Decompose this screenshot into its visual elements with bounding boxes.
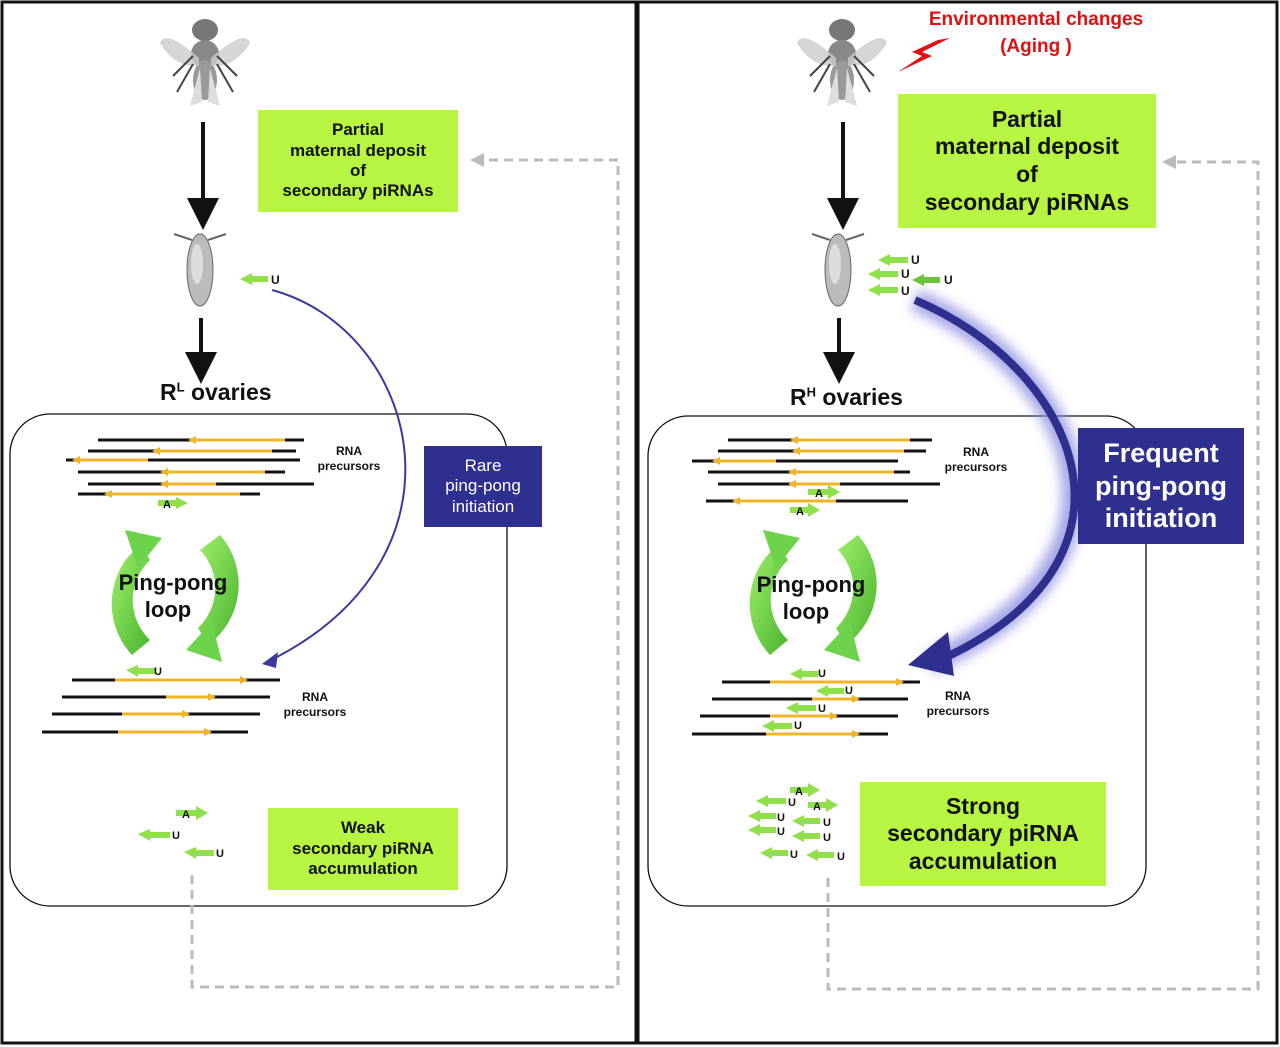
right-a-pirna-2	[790, 503, 820, 517]
left-precursors-top	[66, 436, 314, 498]
left-u-pirna-bottom1	[138, 829, 170, 841]
left-ovaries-suffix: ovaries	[184, 379, 272, 405]
right-u-pirnas-mid	[762, 668, 844, 732]
right-acc-u-3: U	[823, 817, 831, 829]
left-rna-precursors-top: RNA precursors	[317, 444, 381, 473]
left-u-label-bottom1: U	[172, 830, 180, 842]
right-precursors-bottom	[692, 678, 920, 738]
maternal-pirna-arrow	[240, 273, 268, 285]
right-acc-u-6: U	[790, 849, 798, 861]
right-u-mid-4: U	[794, 720, 802, 732]
right-acc-u-4: U	[777, 826, 785, 838]
left-u-label-mid: U	[154, 666, 162, 678]
environment-line2: (Aging )	[1000, 36, 1072, 57]
right-u-mid-2: U	[845, 685, 853, 697]
right-a-label-1: A	[815, 488, 823, 500]
strong-accumulation-box: Strong secondary piRNA accumulation	[860, 782, 1106, 886]
embryo-icon	[173, 233, 227, 307]
right-u-mid-3: U	[818, 703, 826, 715]
left-ovaries-title: RL ovaries	[160, 378, 272, 407]
right-panel-frame	[636, 0, 1279, 1045]
right-loop-label-line1: Ping-pong	[757, 572, 866, 597]
right-a-label-2: A	[796, 506, 804, 518]
right-acc-u-5: U	[823, 832, 831, 844]
left-a-label-top: A	[163, 499, 171, 511]
pirna-u-label: U	[271, 273, 280, 287]
right-accumulated-pirnas	[748, 783, 838, 861]
right-feedback-arrowhead	[1162, 155, 1176, 169]
initiation-curve-arrowhead	[262, 652, 278, 668]
right-acc-u-2: U	[777, 812, 785, 824]
left-a-pirna-bottom	[176, 806, 208, 820]
left-pingpong-loop-icon	[111, 530, 239, 662]
weak-accumulation-box: Weak secondary piRNA accumulation	[268, 808, 458, 890]
right-u-label-3: U	[944, 273, 953, 287]
adult-fly-icon-right	[797, 19, 887, 106]
adult-fly-icon	[160, 19, 250, 106]
initiation-curve-arrow	[264, 289, 407, 664]
left-feedback-dashed-line	[190, 158, 620, 989]
right-u-mid-1: U	[818, 668, 826, 680]
left-ovaries-sup: L	[176, 379, 185, 395]
rare-initiation-box: Rare ping-pong initiation	[424, 446, 542, 527]
left-u-label-bottom2: U	[216, 848, 224, 860]
left-a-label-bottom: A	[182, 809, 190, 821]
right-ovary-box	[647, 415, 1147, 907]
right-pingpong-loop-icon	[749, 530, 877, 662]
right-ovaries-suffix: ovaries	[816, 384, 903, 410]
left-u-pirna-bottom2	[184, 847, 214, 859]
right-acc-u-7: U	[837, 851, 845, 863]
lightning-icon	[898, 38, 950, 72]
left-u-pirna-mid	[126, 665, 156, 677]
right-feedback-dashed-line	[826, 160, 1260, 991]
right-acc-a-1: A	[795, 786, 803, 798]
left-maternal-deposit-box: Partial maternal deposit of secondary pi…	[258, 110, 458, 212]
right-ovaries-prefix: R	[790, 384, 807, 410]
left-ovary-box	[9, 413, 508, 907]
right-acc-u-1: U	[788, 797, 796, 809]
left-precursors-bottom	[42, 676, 280, 736]
right-rna-precursors-bottom: RNA precursors	[926, 689, 990, 718]
left-panel-frame	[0, 0, 638, 1045]
right-u-label-2: U	[901, 267, 910, 281]
right-u-label-1: U	[911, 253, 920, 267]
left-feedback-arrowhead	[470, 153, 484, 167]
environment-line1: Environmental changes	[929, 9, 1143, 30]
embryo-icon-right	[811, 233, 865, 307]
right-u-label-4: U	[901, 284, 910, 298]
frequent-initiation-box: Frequent ping-pong initiation	[1078, 428, 1244, 544]
frequent-initiation-arrow	[913, 296, 1079, 664]
right-maternal-pirnas	[868, 254, 940, 296]
right-ovaries-title: RH ovaries	[790, 383, 903, 412]
right-rna-precursors-top: RNA precursors	[944, 445, 1008, 474]
right-precursors-top	[692, 436, 940, 505]
right-ovaries-sup: H	[806, 384, 817, 400]
right-maternal-deposit-box: Partial maternal deposit of secondary pi…	[898, 94, 1156, 228]
frequent-initiation-arrowhead	[908, 632, 954, 676]
right-acc-a-2: A	[813, 801, 821, 813]
right-a-pirna-1	[808, 485, 840, 499]
left-a-pirna-top	[158, 497, 188, 509]
right-loop-label-line2: loop	[783, 599, 829, 624]
left-rna-precursors-bottom: RNA precursors	[283, 690, 347, 719]
frequent-initiation-glow	[910, 289, 1084, 674]
left-loop-label-line1: Ping-pong	[119, 570, 228, 595]
left-loop-label-line2: loop	[145, 597, 191, 622]
left-ovaries-prefix: R	[160, 379, 177, 405]
